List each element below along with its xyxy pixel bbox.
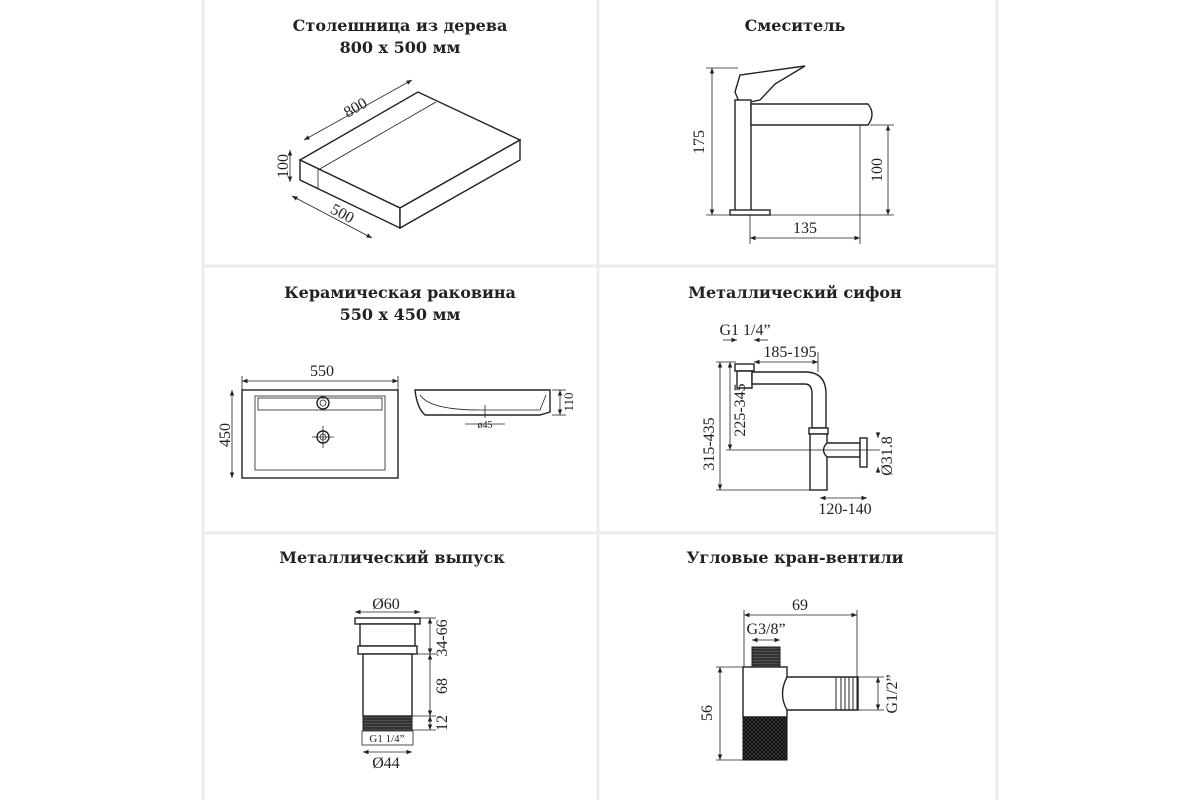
panel-grid <box>201 0 999 800</box>
panel-subtitle: 550 x 450 мм <box>340 305 461 324</box>
panel-title: Смеситель <box>745 16 846 35</box>
panel-title: Столешница из дерева <box>293 16 508 35</box>
dim-horizontal-reach: 185-195 <box>763 344 816 361</box>
dim-cap-diameter: Ø60 <box>372 596 400 613</box>
dim-height: 175 <box>691 130 708 154</box>
dim-total-length: 69 <box>792 597 808 614</box>
dim-body-length: 68 <box>434 678 451 694</box>
sink-front-drawing <box>241 389 399 479</box>
dim-thread-length: 12 <box>434 715 451 731</box>
dim-outlet-height: 225-345 <box>732 383 749 436</box>
dim-outlet-diameter: Ø31.8 <box>879 436 896 476</box>
valve-drawing <box>742 646 859 761</box>
panel-title: Керамическая раковина <box>284 283 516 302</box>
dim-total-height: 315-435 <box>701 417 718 470</box>
dim-spout-height: 100 <box>869 158 886 182</box>
sink-side-drawing <box>414 389 551 418</box>
panel-title: Металлический сифон <box>688 283 902 302</box>
panel-countertop: Столешница из дерева 800 x 500 мм 800 10… <box>275 16 522 239</box>
dim-length: 800 <box>341 95 370 122</box>
dim-outlet-thread: G1/2” <box>884 674 901 713</box>
siphon-drawing <box>734 363 868 491</box>
dim-sink-depth: 450 <box>217 423 234 447</box>
panel-subtitle: 800 x 500 мм <box>340 38 461 57</box>
dim-thickness: 100 <box>275 154 292 178</box>
dim-thread-diameter: Ø44 <box>372 755 400 772</box>
panel-faucet: Смеситель 175 100 135 <box>691 16 894 244</box>
dim-spout-length: 135 <box>793 220 817 237</box>
dim-sink-height: 110 <box>561 392 576 411</box>
panel-sink: Керамическая раковина 550 x 450 мм 550 4… <box>217 283 576 479</box>
panel-siphon: Металлический сифон G1 1/4” 185-195 315-… <box>688 283 902 518</box>
panel-title: Металлический выпуск <box>279 548 505 567</box>
panel-drain: Металлический выпуск Ø60 34-66 68 12 G1 … <box>279 548 505 772</box>
dim-sink-width: 550 <box>310 363 334 380</box>
dim-outlet-length: 120-140 <box>818 501 871 518</box>
faucet-drawing <box>729 65 873 216</box>
panel-title: Угловые кран-вентили <box>686 548 903 567</box>
dim-thread: G1 1/4” <box>719 322 770 339</box>
dim-body-height: 56 <box>699 705 716 721</box>
dim-inlet-thread: G3/8” <box>746 621 785 638</box>
dim-thread: G1 1/4” <box>369 733 404 745</box>
panel-angle-valve: Угловые кран-вентили 69 G3/8” 56 G1/2” <box>686 548 904 761</box>
dim-cap-range: 34-66 <box>434 619 451 656</box>
drain-drawing <box>354 617 421 731</box>
dim-drain-diameter: ø45 <box>478 420 493 431</box>
